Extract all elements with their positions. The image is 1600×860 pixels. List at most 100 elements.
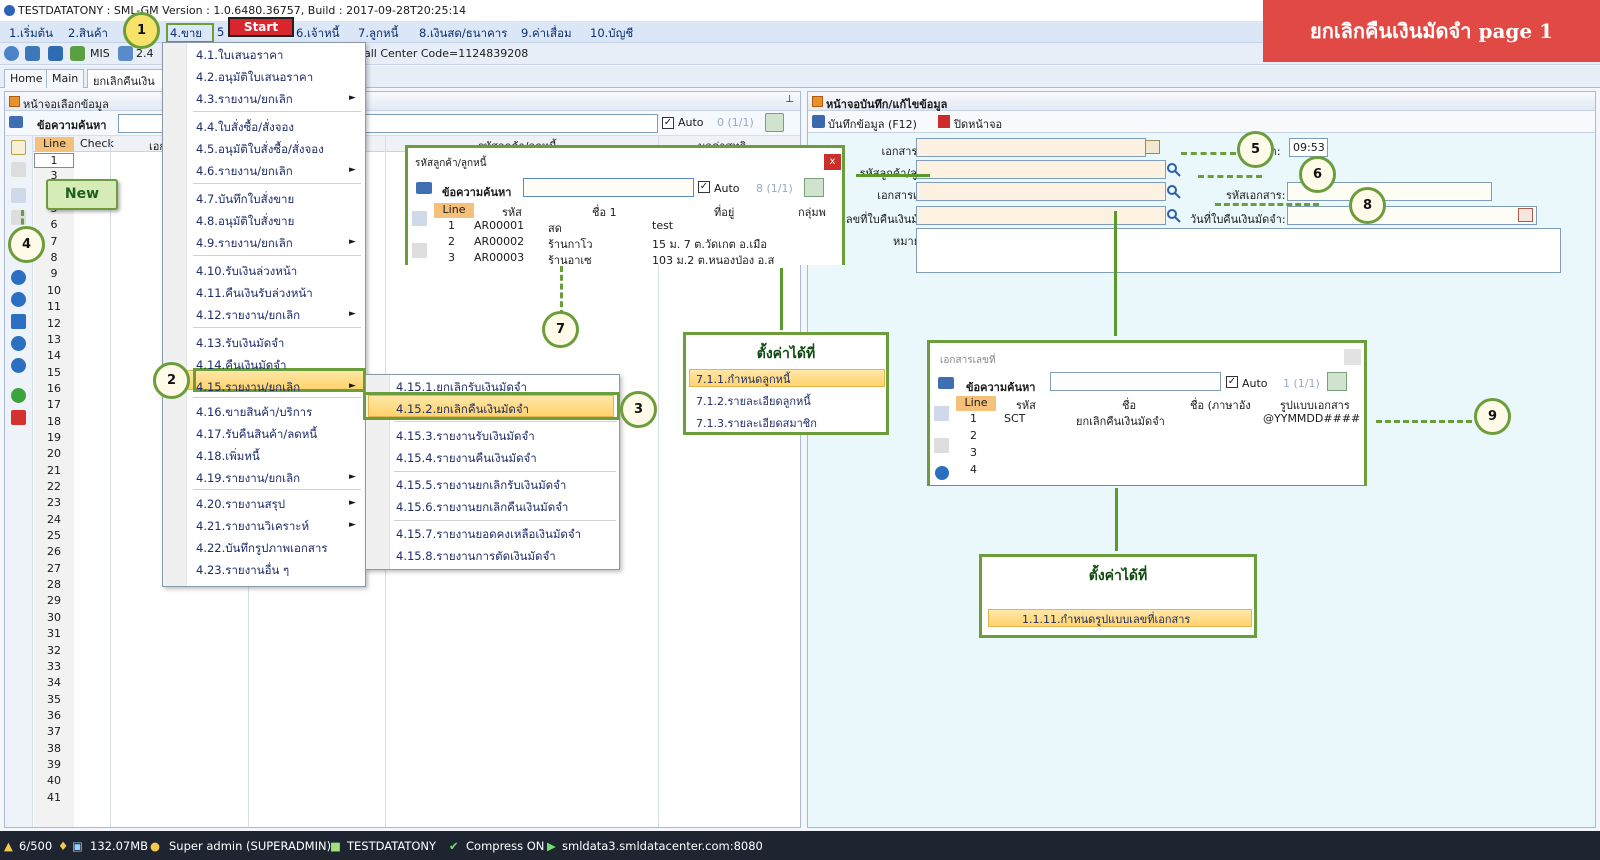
menu-start[interactable]: 1.เริ่มต้น: [9, 26, 53, 40]
arrow-right-icon[interactable]: [11, 292, 26, 307]
new-doc-icon[interactable]: [11, 140, 26, 155]
submenu-item[interactable]: 4.15.5.รายงานยกเลิกรับเงินมัดจำ: [396, 478, 567, 492]
table-row[interactable]: 33: [47, 659, 61, 673]
menu-item[interactable]: 4.3.รายงาน/ยกเลิก: [196, 92, 293, 106]
table-row[interactable]: 30: [47, 610, 61, 624]
menu-item[interactable]: 4.22.บันทึกรูปภาพเอกสาร: [196, 541, 328, 555]
table-row[interactable]: 13: [47, 332, 61, 346]
submenu-item[interactable]: 4.15.3.รายงานรับเงินมัดจำ: [396, 429, 535, 443]
menu-item[interactable]: 4.12.รายงาน/ยกเลิก: [196, 308, 301, 322]
tree-icon[interactable]: [938, 377, 954, 389]
pin-icon[interactable]: ⊥: [785, 94, 794, 105]
remark-textarea[interactable]: [916, 228, 1561, 273]
table-row[interactable]: 15: [47, 365, 61, 379]
doc-no-search-icon[interactable]: [1166, 184, 1181, 199]
submenu-item[interactable]: 4.15.4.รายงานคืนเงินมัดจำ: [396, 451, 537, 465]
table-cell[interactable]: สด: [548, 222, 562, 235]
arrow-up-icon[interactable]: [11, 336, 26, 351]
menu-receivable[interactable]: 7.ลูกหนี้: [358, 26, 399, 40]
table-row[interactable]: 34: [47, 676, 61, 690]
menu-item[interactable]: 4.23.รายงานอื่น ๆ: [196, 563, 290, 577]
approve-icon[interactable]: [11, 388, 26, 403]
setting-item-customer[interactable]: 7.1.1.กำหนดลูกหนี้: [696, 373, 791, 386]
arrow-down-icon[interactable]: [11, 358, 26, 373]
delete-icon[interactable]: [11, 410, 26, 425]
clock-icon[interactable]: [4, 46, 19, 61]
customer-auto-checkbox[interactable]: ✓: [698, 181, 710, 193]
menu-item[interactable]: 4.19.รายงาน/ยกเลิก: [196, 471, 301, 485]
table-row[interactable]: 25: [47, 529, 61, 543]
table-row[interactable]: 36: [47, 708, 61, 722]
calculator-icon[interactable]: [48, 46, 63, 61]
submenu-item[interactable]: 4.15.1.ยกเลิกรับเงินมัดจำ: [396, 380, 528, 394]
menu-item[interactable]: 4.18.เพิ่มหนี้: [196, 449, 260, 463]
setting-item-customer-detail[interactable]: 7.1.2.รายละเอียดลูกหนี้: [696, 395, 811, 408]
menu-item[interactable]: 4.15.รายงาน/ยกเลิก: [196, 380, 301, 394]
tree-icon[interactable]: [9, 116, 23, 128]
menu-item[interactable]: 4.13.รับเงินมัดจำ: [196, 336, 285, 350]
doc-col-name-en[interactable]: ชื่อ (ภาษาอัง: [1190, 399, 1251, 412]
table-cell[interactable]: ร้านอาเซ: [548, 254, 592, 267]
table-row[interactable]: 32: [47, 643, 61, 657]
save-button[interactable]: บันทึกข้อมูล (F12): [828, 118, 917, 131]
left-search-button[interactable]: [765, 113, 784, 132]
doc-search-input[interactable]: [1050, 372, 1221, 391]
left-auto-checkbox[interactable]: ✓: [662, 117, 674, 129]
table-cell[interactable]: @YYMMDD####: [1263, 412, 1361, 425]
doc-auto-checkbox[interactable]: ✓: [1226, 376, 1238, 388]
table-row[interactable]: 1: [34, 153, 74, 168]
print-doc-icon[interactable]: [412, 243, 427, 258]
menu-item[interactable]: 4.20.รายงานสรุป: [196, 497, 286, 511]
arrow-left-icon[interactable]: [11, 270, 26, 285]
fast-forward-icon[interactable]: [11, 314, 26, 329]
menu-product[interactable]: 2.สินค้า: [68, 26, 109, 40]
cust-col-line[interactable]: Line: [434, 203, 474, 218]
submenu-item[interactable]: 4.15.7.รายงานยอดคงเหลือเงินมัดจำ: [396, 527, 582, 541]
menu-account[interactable]: 10.บัญชี: [590, 26, 634, 40]
table-row[interactable]: 41: [47, 790, 61, 804]
table-row[interactable]: 23: [47, 496, 61, 510]
table-row[interactable]: 6: [50, 218, 58, 232]
table-cell[interactable]: ยกเลิกคืนเงินมัดจำ: [1076, 415, 1165, 428]
table-cell[interactable]: SCT: [1004, 412, 1026, 425]
table-row[interactable]: 8: [50, 251, 58, 265]
table-cell[interactable]: test: [652, 219, 674, 232]
table-row[interactable]: 3: [50, 169, 58, 183]
customer-popup-close-button[interactable]: x: [824, 154, 841, 170]
chart-icon[interactable]: [70, 46, 85, 61]
table-row[interactable]: 26: [47, 545, 61, 559]
print-doc-icon[interactable]: [934, 438, 949, 453]
menu-5[interactable]: 5: [217, 25, 225, 39]
table-row[interactable]: 29: [47, 594, 61, 608]
table-row[interactable]: 18: [47, 414, 61, 428]
menu-item[interactable]: 4.6.รายงาน/ยกเลิก: [196, 164, 293, 178]
table-row[interactable]: 22: [47, 480, 61, 493]
table-row[interactable]: 14: [47, 349, 61, 363]
table-cell[interactable]: AR00003: [474, 251, 525, 264]
menu-item[interactable]: 4.8.อนุมัติใบสั่งขาย: [196, 214, 295, 228]
col-line[interactable]: Line: [35, 137, 74, 152]
doc-code-input[interactable]: [1287, 182, 1492, 201]
table-cell[interactable]: 103 ม.2 ต.หนองป่อง อ.ส: [652, 254, 775, 267]
menu-item[interactable]: 4.17.รับคืนสินค้า/ลดหนี้: [196, 427, 318, 441]
deposit-date-input[interactable]: [1287, 206, 1537, 225]
table-row[interactable]: 21: [47, 463, 61, 477]
table-row[interactable]: 28: [47, 578, 61, 592]
customer-search-icon[interactable]: [1166, 162, 1181, 177]
menu-item[interactable]: 4.21.รายงานวิเคราะห์: [196, 519, 310, 533]
deposit-calendar-icon[interactable]: [1518, 208, 1533, 222]
check-doc-icon[interactable]: [412, 211, 427, 226]
submenu-item[interactable]: 4.15.6.รายงานยกเลิกคืนเงินมัดจำ: [396, 500, 569, 514]
mis-label[interactable]: MIS: [90, 47, 110, 60]
setting-item-member[interactable]: 7.1.3.รายละเอียดสมาชิก: [696, 417, 817, 430]
table-row[interactable]: 9: [50, 267, 58, 281]
doc-no-input[interactable]: [916, 182, 1166, 201]
time-input[interactable]: 09:53: [1289, 138, 1328, 157]
edit-doc-icon[interactable]: [11, 162, 26, 177]
menu-item[interactable]: 4.11.คืนเงินรับล่วงหน้า: [196, 286, 313, 300]
menu-sale[interactable]: 4.ขาย: [170, 26, 203, 40]
col-check[interactable]: Check: [80, 137, 114, 150]
tab-home[interactable]: Home: [4, 69, 49, 88]
table-row[interactable]: 10: [47, 283, 61, 297]
table-row[interactable]: 40: [47, 774, 61, 788]
